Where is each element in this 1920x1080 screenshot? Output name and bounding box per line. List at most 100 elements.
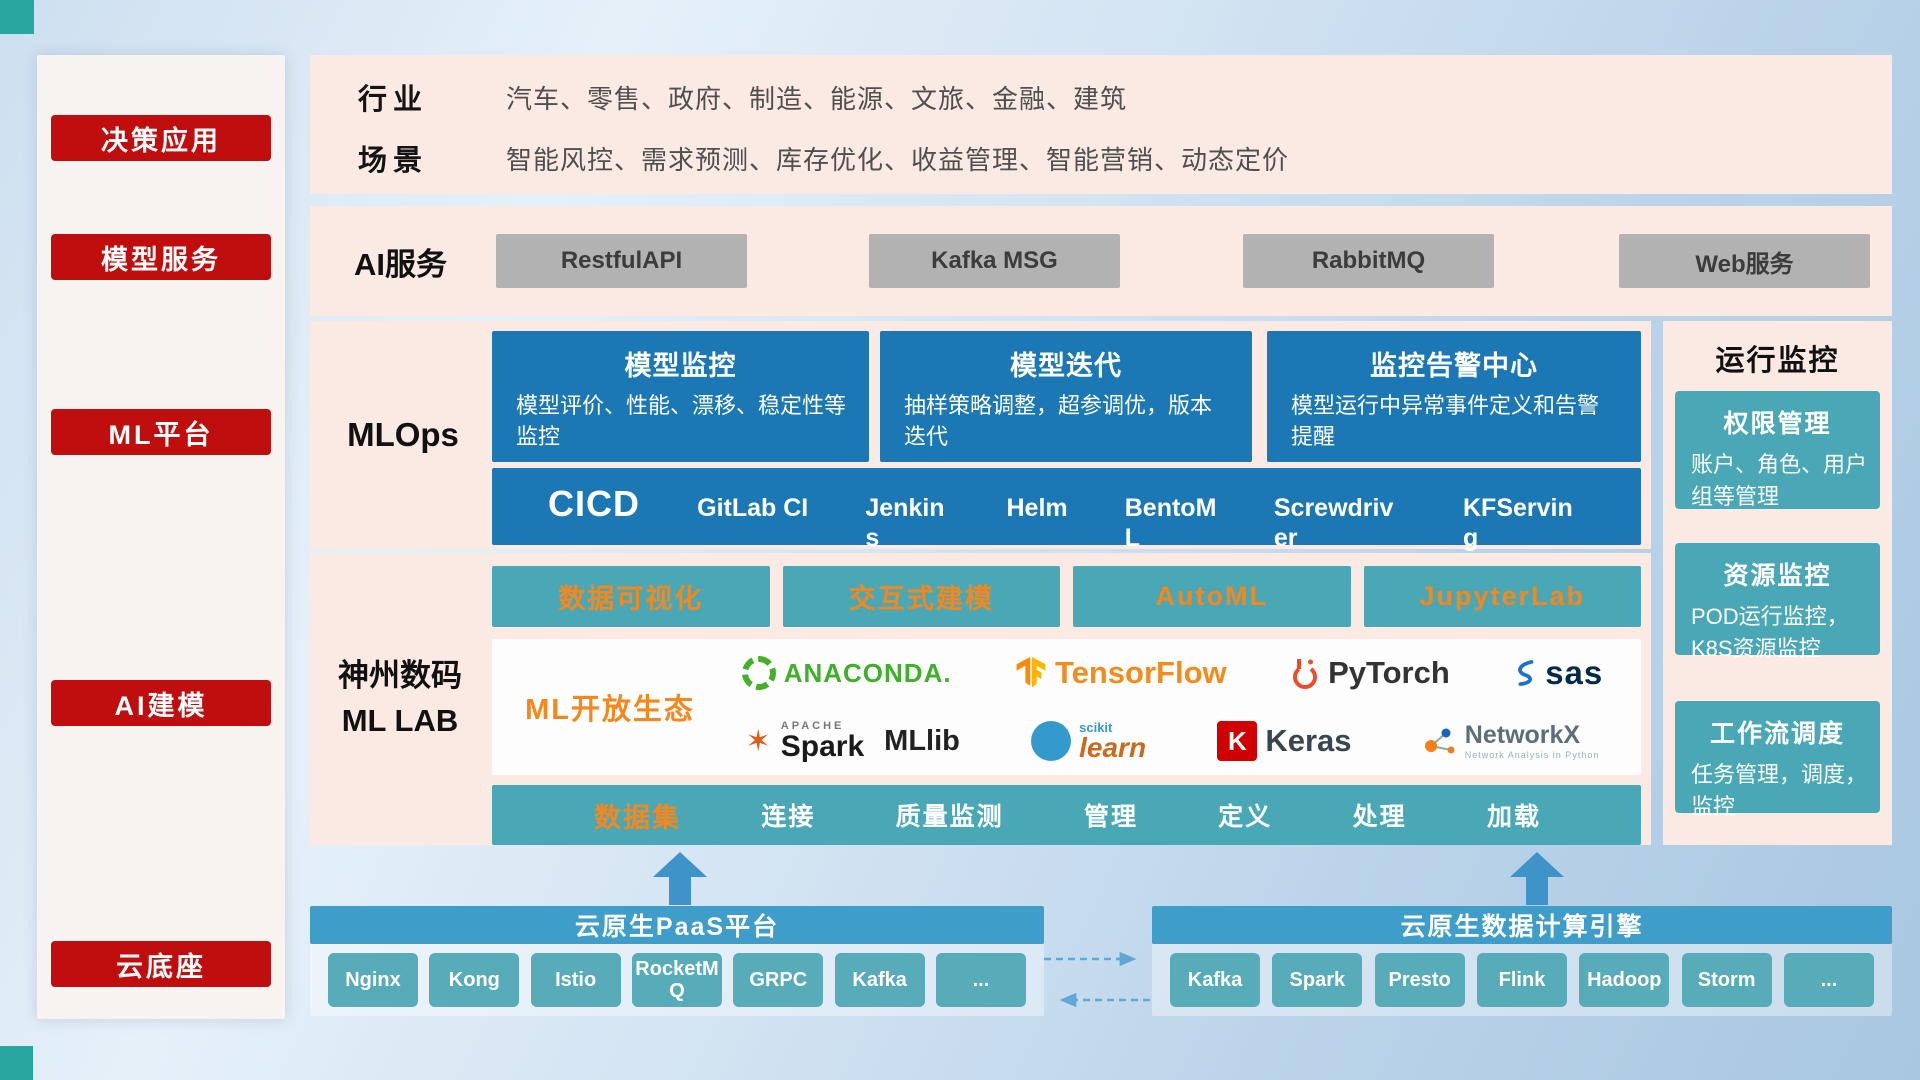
card-alert-center: 监控告警中心 模型运行中异常事件定义和告警提醒 xyxy=(1267,331,1641,462)
card-title: 模型监控 xyxy=(624,351,737,381)
paas-item-grpc: GRPC xyxy=(733,953,824,1007)
anaconda-icon xyxy=(741,656,776,690)
card-desc: 抽样策略调整，超参调优，版本迭代 xyxy=(904,393,1213,449)
paas-item-istio: Istio xyxy=(530,953,621,1007)
anaconda-logo: ANACONDA. xyxy=(741,656,952,690)
engine-item-flink: Flink xyxy=(1476,953,1567,1007)
paas-platform-bar: 云原生PaaS平台 xyxy=(310,906,1044,944)
tensorflow-icon xyxy=(1016,657,1046,688)
card-desc: POD运行监控，K8S资源监控 xyxy=(1691,604,1849,661)
paas-item-rocketmq: RocketMQ xyxy=(631,953,722,1007)
service-kafka-msg: Kafka MSG xyxy=(869,234,1120,288)
sidebar-item-ml-platform: ML平台 xyxy=(51,409,271,455)
eco-label: ML开放生态 xyxy=(525,694,695,726)
dataset-label: 数据集 xyxy=(594,802,681,833)
engine-item-storm: Storm xyxy=(1681,953,1772,1007)
card-permission: 权限管理 账户、角色、用户组等管理 xyxy=(1675,391,1880,509)
paas-item-kong: Kong xyxy=(429,953,520,1007)
service-rabbitmq: RabbitMQ xyxy=(1243,234,1494,288)
left-layer-sidebar: 决策应用 模型服务 ML平台 AI建模 云底座 xyxy=(37,55,285,1019)
cicd-label: CICD xyxy=(548,483,640,524)
engine-components-strip: Kafka Spark Presto Flink Hadoop Storm ..… xyxy=(1152,944,1892,1016)
networkx-logo: NetworkX Network Analysis in Python xyxy=(1423,721,1600,760)
ml-lab-label-line1: 神州数码 xyxy=(338,658,462,694)
pytorch-icon xyxy=(1293,659,1317,689)
ml-lab-label-line2: ML LAB xyxy=(341,703,459,738)
dataset-item-process: 处理 xyxy=(1352,803,1407,831)
networkx-icon xyxy=(1424,728,1455,754)
cicd-item-screwdriver: Screwdriver xyxy=(1273,494,1394,552)
sidebar-item-cloud-base: 云底座 xyxy=(51,941,271,987)
card-title: 监控告警中心 xyxy=(1370,351,1538,381)
engine-item-spark: Spark xyxy=(1272,953,1363,1007)
mlops-label: MLOps xyxy=(347,416,459,453)
card-desc: 模型评价、性能、漂移、稳定性等监控 xyxy=(516,393,847,449)
tool-automl: AutoML xyxy=(1073,566,1351,627)
scene-list: 智能风控、需求预测、库存优化、收益管理、智能营销、动态定价 xyxy=(506,144,1290,175)
engine-item-hadoop: Hadoop xyxy=(1579,953,1670,1007)
cicd-item-jenkins: Jenkins xyxy=(865,494,945,552)
paas-item-nginx: Nginx xyxy=(328,953,418,1007)
industry-label: 行业 xyxy=(358,84,429,116)
ml-open-ecosystem-band: ML开放生态 ANACONDA. TensorFlow xyxy=(492,639,1641,775)
scikit-learn-logo: scikit learn xyxy=(1031,721,1146,762)
up-arrow-icon xyxy=(653,852,707,906)
panel-mlops: MLOps 模型监控 模型评价、性能、漂移、稳定性等监控 模型迭代 抽样策略调整… xyxy=(310,321,1651,552)
scene-label: 场景 xyxy=(358,145,429,177)
up-arrow-icon xyxy=(1510,852,1564,906)
industry-list: 汽车、零售、政府、制造、能源、文旅、金融、建筑 xyxy=(506,83,1128,114)
cicd-item-gitlab-ci: GitLab CI xyxy=(697,494,809,522)
paas-item-kafka: Kafka xyxy=(834,953,925,1007)
sas-icon xyxy=(1518,660,1534,686)
paas-components-strip: Nginx Kong Istio RocketMQ GRPC Kafka ... xyxy=(310,944,1044,1016)
card-workflow: 工作流调度 任务管理，调度，监控 xyxy=(1675,701,1880,819)
panel-industry-scene: 行业 汽车、零售、政府、制造、能源、文旅、金融、建筑 场景 智能风控、需求预测、… xyxy=(310,55,1892,194)
sidebar-item-ai-modeling: AI建模 xyxy=(51,680,271,726)
service-web: Web服务 xyxy=(1619,234,1870,288)
card-desc: 账户、角色、用户组等管理 xyxy=(1691,452,1868,509)
card-model-monitoring: 模型监控 模型评价、性能、漂移、稳定性等监控 xyxy=(492,331,869,462)
panel-ml-lab: 神州数码 ML LAB 数据可视化 交互式建模 AutoML JupyterLa… xyxy=(310,553,1651,845)
dataset-item-connect: 连接 xyxy=(761,803,816,831)
panel-run-monitoring: 运行监控 权限管理 账户、角色、用户组等管理 资源监控 POD运行监控，K8S资… xyxy=(1663,321,1892,845)
cicd-item-bentoml: BentoML xyxy=(1124,494,1217,552)
sas-logo: sas xyxy=(1513,654,1603,692)
paas-item-more: ... xyxy=(935,953,1026,1007)
tensorflow-logo: TensorFlow xyxy=(1015,655,1227,691)
card-title: 权限管理 xyxy=(1723,410,1832,438)
dataset-row: 数据集 连接 质量监测 管理 定义 处理 加载 xyxy=(492,785,1641,845)
spark-icon: ✶ xyxy=(745,724,771,758)
card-title: 模型迭代 xyxy=(1010,351,1122,381)
service-restfulapi: RestfulAPI xyxy=(496,234,747,288)
spark-mllib-logo: ✶ APACHE Spark MLlib xyxy=(745,719,960,763)
card-model-iteration: 模型迭代 抽样策略调整，超参调优，版本迭代 xyxy=(880,331,1252,462)
tool-data-visualization: 数据可视化 xyxy=(492,566,770,627)
corner-square-top xyxy=(0,0,34,34)
cicd-bar: CICD GitLab CI Jenkins Helm BentoML Scre… xyxy=(492,468,1641,552)
dashed-link-arrows-icon xyxy=(1044,951,1150,1008)
sidebar-item-model-service: 模型服务 xyxy=(51,234,271,280)
engine-item-kafka: Kafka xyxy=(1170,953,1260,1007)
cicd-item-helm: Helm xyxy=(1006,494,1068,522)
data-engine-bar: 云原生数据计算引擎 xyxy=(1152,906,1892,944)
ml-lab-label: 神州数码 ML LAB xyxy=(320,553,480,845)
corner-square-bottom xyxy=(0,1046,33,1080)
keras-logo: K Keras xyxy=(1217,721,1352,761)
sidebar-item-decision-app: 决策应用 xyxy=(51,115,271,161)
ml-lab-tools-row: 数据可视化 交互式建模 AutoML JupyterLab xyxy=(492,566,1641,627)
card-title: 资源监控 xyxy=(1723,562,1832,590)
dataset-item-load: 加载 xyxy=(1486,803,1541,831)
scikit-learn-icon xyxy=(1031,721,1072,761)
keras-icon: K xyxy=(1217,721,1258,761)
panel-ai-service: AI服务 RestfulAPI Kafka MSG RabbitMQ Web服务 xyxy=(310,206,1892,316)
engine-item-more: ... xyxy=(1783,953,1874,1007)
card-title: 工作流调度 xyxy=(1709,720,1845,748)
card-desc: 任务管理，调度，监控 xyxy=(1691,762,1868,819)
pytorch-logo: PyTorch xyxy=(1290,655,1450,691)
dataset-item-define: 定义 xyxy=(1218,803,1273,831)
engine-item-presto: Presto xyxy=(1374,953,1465,1007)
card-desc: 模型运行中异常事件定义和告警提醒 xyxy=(1291,393,1600,449)
cicd-item-kfserving: KFServing xyxy=(1463,494,1573,552)
tool-interactive-modeling: 交互式建模 xyxy=(782,566,1060,627)
dataset-item-manage: 管理 xyxy=(1083,803,1138,831)
